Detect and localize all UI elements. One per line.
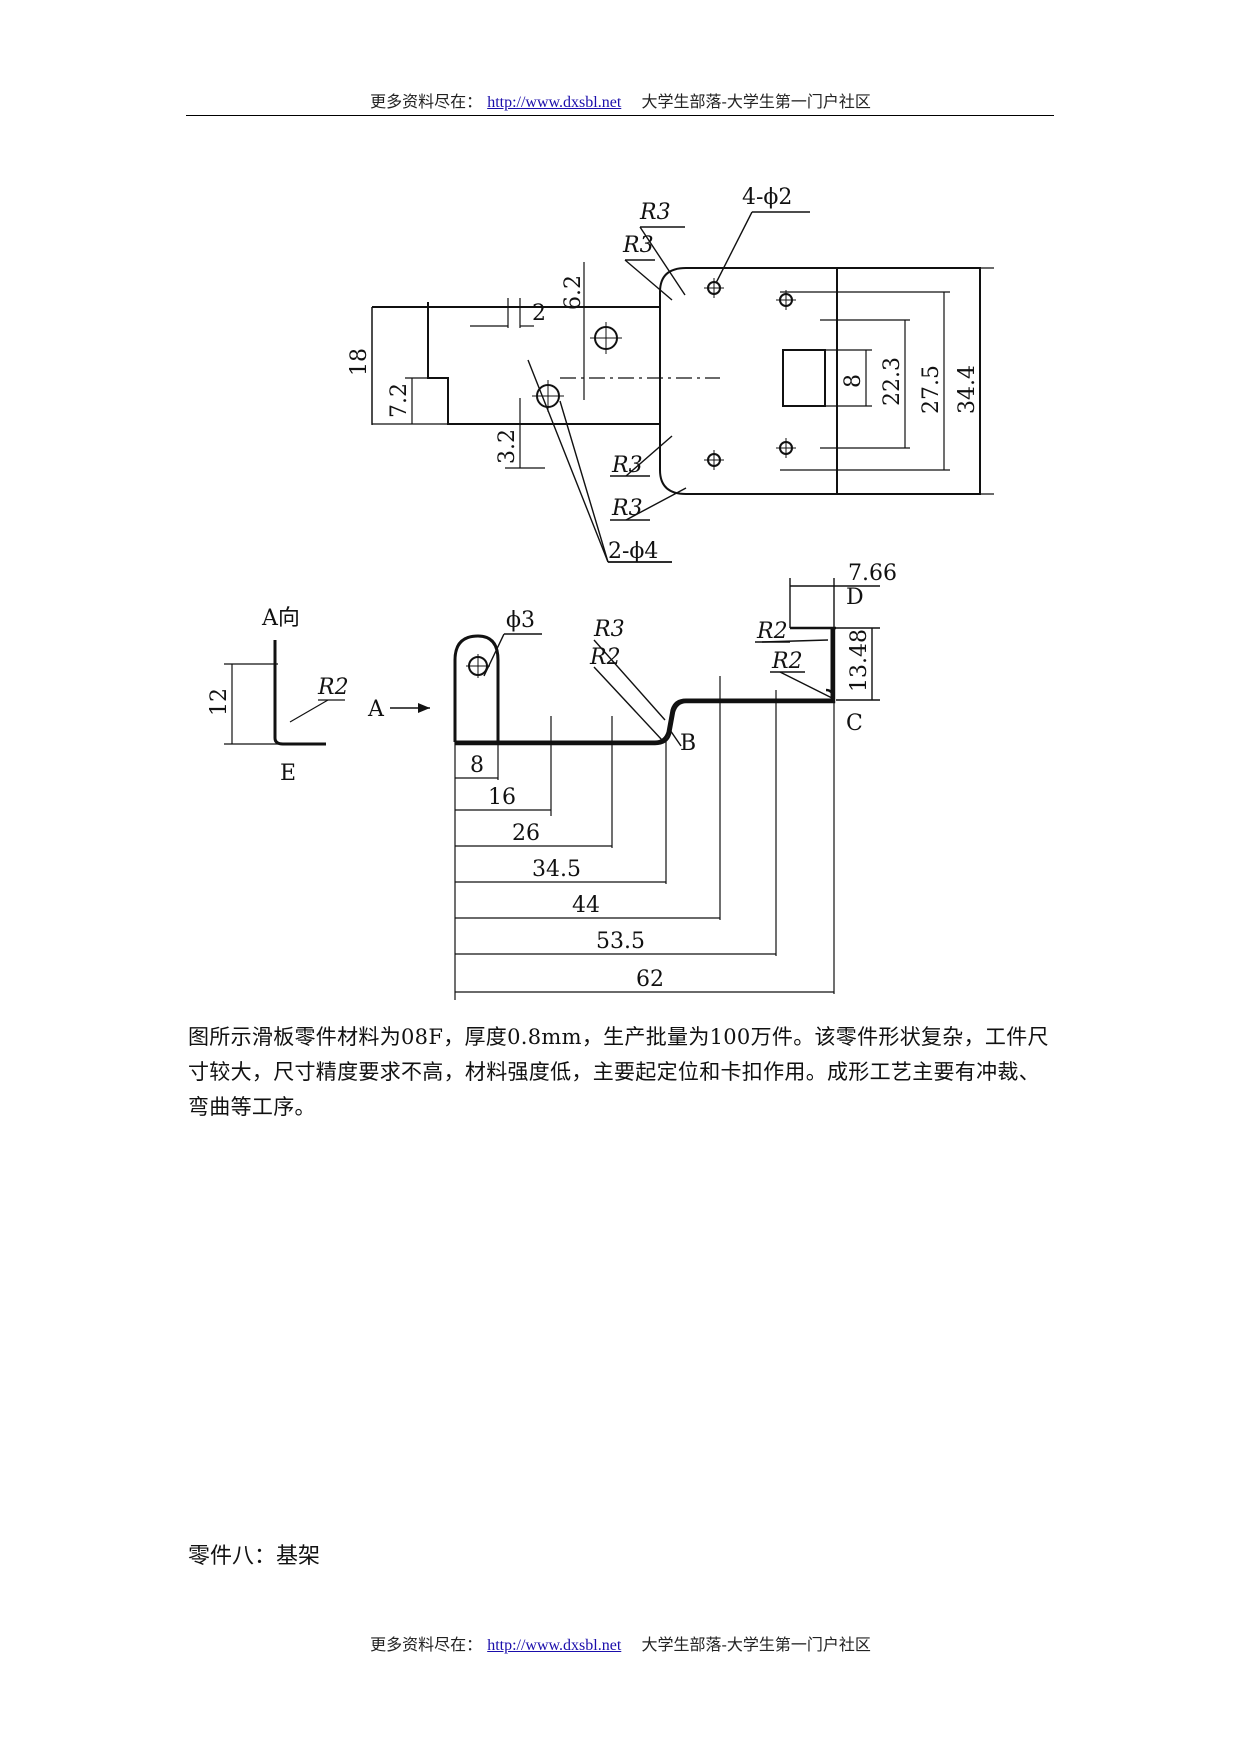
dim-6-2: 6.2 [561,275,586,310]
b-label: B [680,731,696,756]
description-paragraph: 图所示滑板零件材料为08F，厚度0.8mm，生产批量为100万件。该零件形状复杂… [188,1025,1049,1119]
r3-label-4: R3 [611,496,643,521]
dim-13-48: 13.48 [847,629,872,692]
dim-53-5-h: 53.5 [596,929,645,954]
r2-d-label-2: R2 [771,649,803,674]
front-view: A [367,561,897,1000]
dim-18: 18 [347,348,372,376]
dim-62-h: 62 [636,967,664,992]
dim-3-2: 3.2 [495,429,520,464]
header-suffix: 大学生部落-大学生第一门户社区 [641,92,871,111]
hole-label-small: 4-ϕ2 [742,185,792,210]
r3-label-1: R3 [639,200,671,225]
r3-b-label: R3 [593,617,625,642]
dim-8-h: 8 [470,753,484,778]
dim-44-h: 44 [572,893,600,918]
drawing-svg: R3 R3 R3 R3 4-ϕ2 2-ϕ4 2 6.2 18 7.2 3.2 8… [207,185,994,1000]
page-footer: 更多资料尽在： http://www.dxsbl.net 大学生部落-大学生第一… [0,1631,1241,1655]
r2-d-label-1: R2 [756,619,788,644]
technical-drawing: R3 R3 R3 R3 4-ϕ2 2-ϕ4 2 6.2 18 7.2 3.2 8… [0,150,1241,1024]
dim-7-2: 7.2 [387,383,412,418]
header-link[interactable]: http://www.dxsbl.net [487,94,622,111]
dim-27-5: 27.5 [919,365,944,414]
part-profile [453,628,834,744]
c-label: C [846,711,863,736]
d-label: D [846,585,864,610]
dim-2: 2 [532,301,546,326]
footer-prefix: 更多资料尽在： [370,1635,483,1654]
horizontal-dimensions [455,777,834,993]
hole-label-large: 2-ϕ4 [608,539,658,564]
footer-suffix: 大学生部落-大学生第一门户社区 [641,1635,871,1654]
section-title: 零件八：基架 [188,1544,321,1569]
a-arrow-label: A [367,697,385,722]
dim-8: 8 [841,374,866,388]
dim-16-h: 16 [488,785,516,810]
hole-phi3-label: ϕ3 [506,608,535,633]
header-prefix: 更多资料尽在： [370,92,483,111]
page-header: 更多资料尽在： http://www.dxsbl.net 大学生部落-大学生第一… [0,88,1241,112]
dim-26-h: 26 [512,821,540,846]
dim-34-5-h: 34.5 [532,857,581,882]
footer-link[interactable]: http://www.dxsbl.net [487,1637,622,1654]
r3-label-2: R3 [622,233,654,258]
r3-label-3: R3 [611,453,643,478]
top-view-outline [372,302,661,425]
r2-e-label: R2 [317,675,349,700]
a-direction-view: A向 12 R2 E [207,606,349,786]
e-label: E [280,761,296,786]
dim-7-66: 7.66 [848,561,897,586]
r2-b-label: R2 [589,645,621,670]
header-rule [186,115,1054,116]
a-view-label: A向 [261,606,300,631]
dim-12: 12 [207,688,232,716]
top-view: R3 R3 R3 R3 4-ϕ2 2-ϕ4 2 6.2 18 7.2 3.2 8… [347,185,994,564]
dim-22-3: 22.3 [880,357,905,406]
holes [532,278,796,470]
dim-34-4: 34.4 [955,365,980,414]
